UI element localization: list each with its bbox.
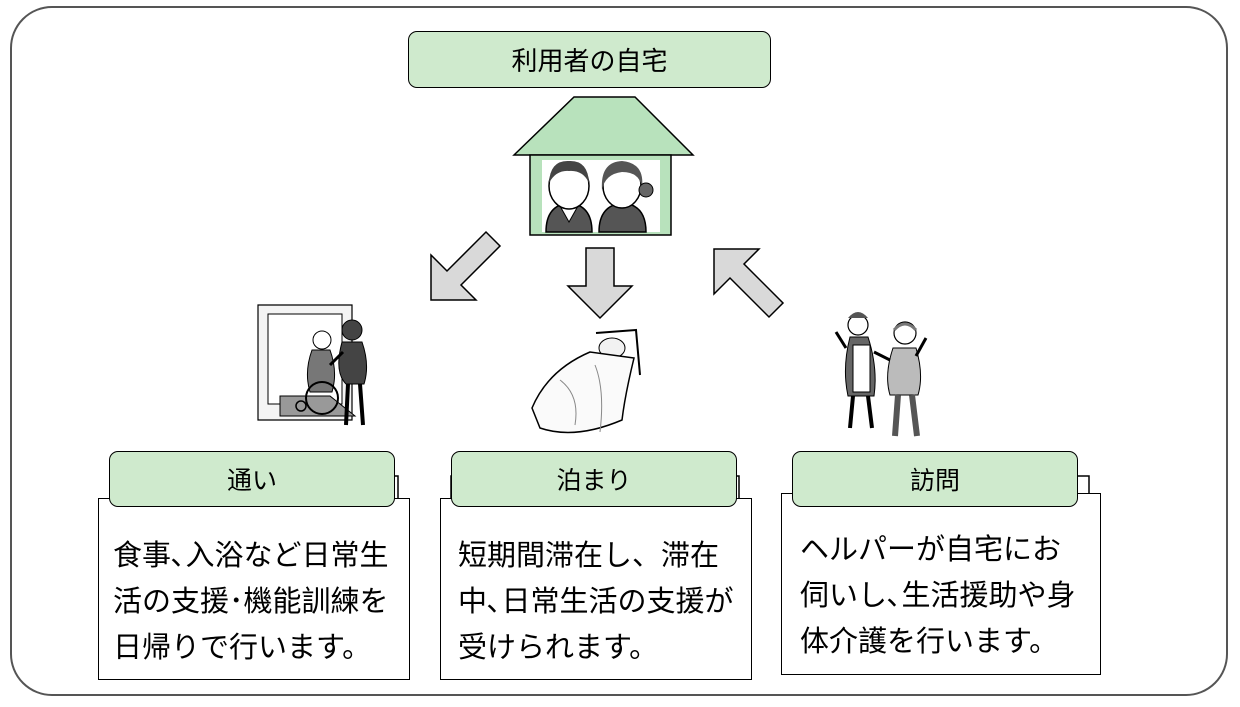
desc-line: 伺いし､生活援助や身 (800, 578, 1076, 612)
helper-walking-icon (834, 312, 928, 437)
service-label-tomari: 泊まり (451, 451, 737, 507)
desc-line: 短期間滞在し、滞在 (458, 538, 720, 572)
arrow-down-icon (566, 247, 634, 320)
service-desc-tomari: 短期間滞在し、滞在 中､日常生活の支援が 受けられます。 (458, 532, 734, 670)
desc-line: 食事､入浴など日常生 (113, 538, 389, 572)
service-card-tomari (440, 498, 752, 680)
elderly-couple-icon (545, 160, 654, 233)
desc-line: 受けられます。 (458, 630, 659, 664)
arrow-up-left-icon (713, 248, 785, 319)
desc-line: 日帰りで行います。 (113, 630, 372, 664)
service-card-houmon (781, 493, 1101, 675)
service-label-kayoi: 通い (109, 451, 395, 507)
desc-line: ヘルパーが自宅にお (800, 532, 1062, 566)
arrow-down-left-icon (430, 230, 502, 301)
service-label-houmon: 訪問 (792, 451, 1078, 507)
wheelchair-caregiver-icon (257, 304, 368, 426)
bed-patient-icon (531, 328, 641, 434)
home-title-label: 利用者の自宅 (408, 31, 771, 88)
outer-frame (10, 6, 1228, 696)
service-card-kayoi (98, 498, 410, 680)
desc-line: 体介護を行います。 (800, 624, 1059, 658)
desc-line: 中､日常生活の支援が (458, 584, 734, 618)
desc-line: 活の支援･機能訓練を (113, 584, 389, 618)
service-desc-houmon: ヘルパーが自宅にお 伺いし､生活援助や身 体介護を行います。 (800, 526, 1076, 664)
service-desc-kayoi: 食事､入浴など日常生 活の支援･機能訓練を 日帰りで行います。 (113, 532, 389, 670)
